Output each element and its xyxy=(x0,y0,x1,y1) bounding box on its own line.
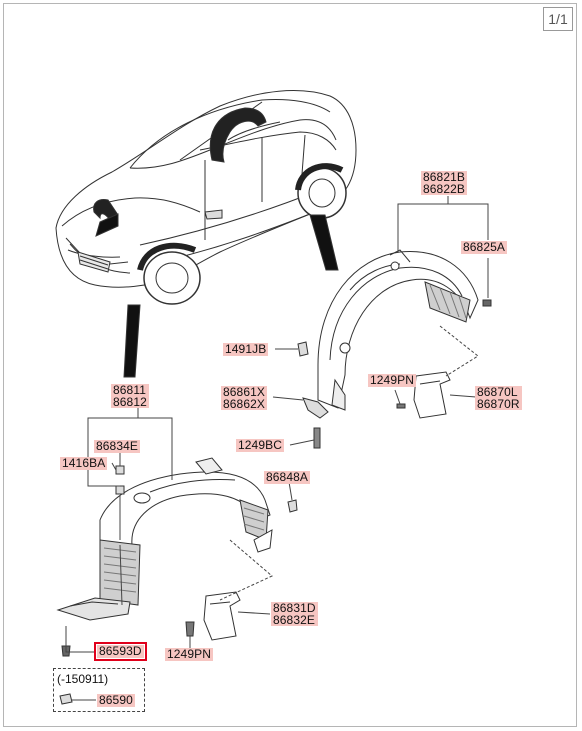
part-number-86812: 86812 xyxy=(113,395,147,409)
leader-lines xyxy=(65,196,489,701)
part-number-86862X: 86862X xyxy=(223,397,265,411)
part-number-86822B: 86822B xyxy=(423,182,465,196)
part-label-1416BA[interactable]: 1416BA xyxy=(60,456,108,470)
part-label-86861X[interactable]: 86861X 86862X xyxy=(221,386,267,410)
part-label-86821B[interactable]: 86821B 86822B xyxy=(421,171,467,195)
part-number-86832E: 86832E xyxy=(273,613,315,627)
part-number-86831D: 86831D xyxy=(273,601,316,615)
part-number-86821B: 86821B xyxy=(423,170,465,184)
part-label-1491JB[interactable]: 1491JB xyxy=(223,342,269,356)
part-label-1249BC[interactable]: 1249BC xyxy=(236,438,284,452)
date-note-box xyxy=(53,668,145,712)
car-illustration xyxy=(55,90,357,378)
part-label-86834E[interactable]: 86834E xyxy=(94,439,140,453)
part-label-86848A[interactable]: 86848A xyxy=(264,470,310,484)
part-label-86831D[interactable]: 86831D 86832E xyxy=(271,602,318,626)
diagram-frame xyxy=(3,3,577,727)
part-label-1249PN-front[interactable]: 1249PN xyxy=(165,647,213,661)
part-label-86825A[interactable]: 86825A xyxy=(461,240,507,254)
front-wheel-liner xyxy=(56,457,298,705)
part-number-86870L: 86870L xyxy=(477,385,518,399)
part-label-1249PN-rear[interactable]: 1249PN xyxy=(368,373,416,387)
rear-wheel-liner xyxy=(297,249,492,449)
part-label-86811[interactable]: 86811 86812 xyxy=(111,384,149,408)
part-label-86870L[interactable]: 86870L 86870R xyxy=(475,386,522,410)
part-label-86593D[interactable]: 86593D xyxy=(94,642,147,661)
date-note: (-150911) xyxy=(57,672,109,686)
page-indicator: 1/1 xyxy=(543,7,573,31)
part-label-86590[interactable]: 86590 xyxy=(97,693,135,707)
part-number-86861X: 86861X xyxy=(223,385,265,399)
part-number-86811: 86811 xyxy=(113,383,146,397)
part-number-86870R: 86870R xyxy=(477,397,520,411)
